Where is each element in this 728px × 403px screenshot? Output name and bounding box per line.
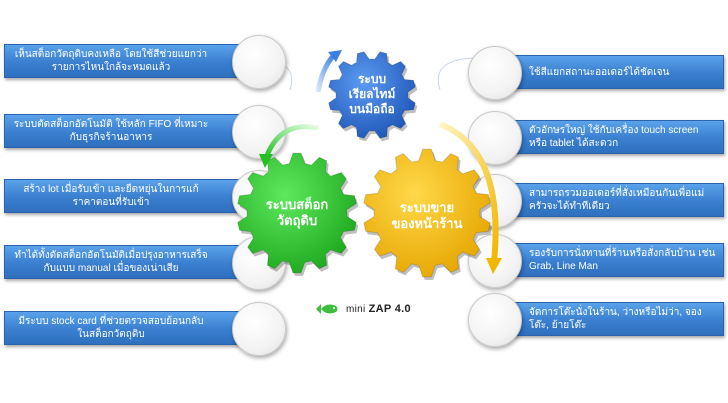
- left-feature-text-5: มีระบบ stock card ที่ช่วยตรวจสอบย้อนกลับ…: [18, 316, 204, 340]
- left-feature-text-3: สร้าง lot เมื่อรับเข้า และยืดหยุ่นในการแ…: [23, 184, 199, 208]
- gear-sales-line2: ของหน้าร้าน: [391, 216, 463, 231]
- logo: mini ZAP 4.0: [314, 302, 411, 316]
- right-bullet-circle-2: [468, 111, 522, 165]
- right-feature-text-4: รองรับการนั่งทานที่ร้านหรือสั่งกลับบ้าน …: [529, 248, 716, 272]
- left-feature-text-4: ทำได้ทั้งตัดสต็อกอัตโนมัติเมื่อปรุงอาหาร…: [14, 250, 208, 274]
- gear-realtime-line1: ระบบ: [357, 72, 387, 86]
- gear-stock-line1: ระบบสต็อก: [265, 197, 329, 212]
- left-bullet-circle-5: [232, 302, 286, 356]
- fish-logo-icon: [316, 304, 338, 314]
- right-feature-text-1: ใช้สีแยกสถานะออเดอร์ได้ชัดเจน: [529, 66, 670, 78]
- left-feature-box-2: ระบบตัดสต็อกอัตโนมัติ ใช้หลัก FIFO ที่เห…: [4, 114, 250, 148]
- right-feature-text-5: จัดการโต๊ะนั่งในร้าน, ว่างหรือไม่ว่า, จอ…: [529, 307, 702, 331]
- gear-sales-label: ระบบขาย ของหน้าร้าน: [377, 200, 477, 232]
- gear-realtime-line2: เรียลไทม์: [348, 87, 396, 101]
- left-feature-box-3: สร้าง lot เมื่อรับเข้า และยืดหยุ่นในการแ…: [4, 179, 250, 213]
- gear-realtime-line3: บนมือถือ: [349, 102, 395, 116]
- left-feature-text-1: เห็นสต็อกวัตถุดิบคงเหลือ โดยใช้สีช่วยแยก…: [14, 49, 208, 73]
- gear-stock-line2: วัตถุดิบ: [276, 213, 318, 228]
- gear-stock-label: ระบบสต็อก วัตถุดิบ: [252, 197, 342, 229]
- logo-text: mini ZAP 4.0: [346, 303, 411, 315]
- gear-sales-line1: ระบบขาย: [399, 200, 455, 215]
- right-bullet-circle-4: [468, 234, 522, 288]
- right-feature-text-2: ตัวอักษรใหญ่ ใช้กับเครื่อง touch screen …: [529, 125, 699, 149]
- left-feature-box-1: เห็นสต็อกวัตถุดิบคงเหลือ โดยใช้สีช่วยแยก…: [4, 44, 250, 78]
- left-bullet-circle-4: [232, 236, 286, 290]
- logo-name: ZAP 4.0: [368, 303, 411, 315]
- left-feature-box-5: มีระบบ stock card ที่ช่วยตรวจสอบย้อนกลับ…: [4, 311, 250, 345]
- right-bullet-circle-1: [468, 46, 522, 100]
- left-bullet-circle-2: [232, 105, 286, 159]
- left-feature-text-2: ระบบตัดสต็อกอัตโนมัติ ใช้หลัก FIFO ที่เห…: [13, 119, 209, 143]
- left-feature-box-4: ทำได้ทั้งตัดสต็อกอัตโนมัติเมื่อปรุงอาหาร…: [4, 245, 250, 279]
- right-feature-text-3: สามารถรวมออเดอร์ที่สั่งเหมือนกันเพื่อแม่…: [529, 188, 705, 212]
- gear-realtime-label: ระบบ เรียลไทม์ บนมือถือ: [335, 72, 409, 117]
- left-bullet-circle-1: [232, 35, 286, 89]
- logo-prefix: mini: [346, 304, 366, 315]
- right-bullet-circle-5: [468, 293, 522, 347]
